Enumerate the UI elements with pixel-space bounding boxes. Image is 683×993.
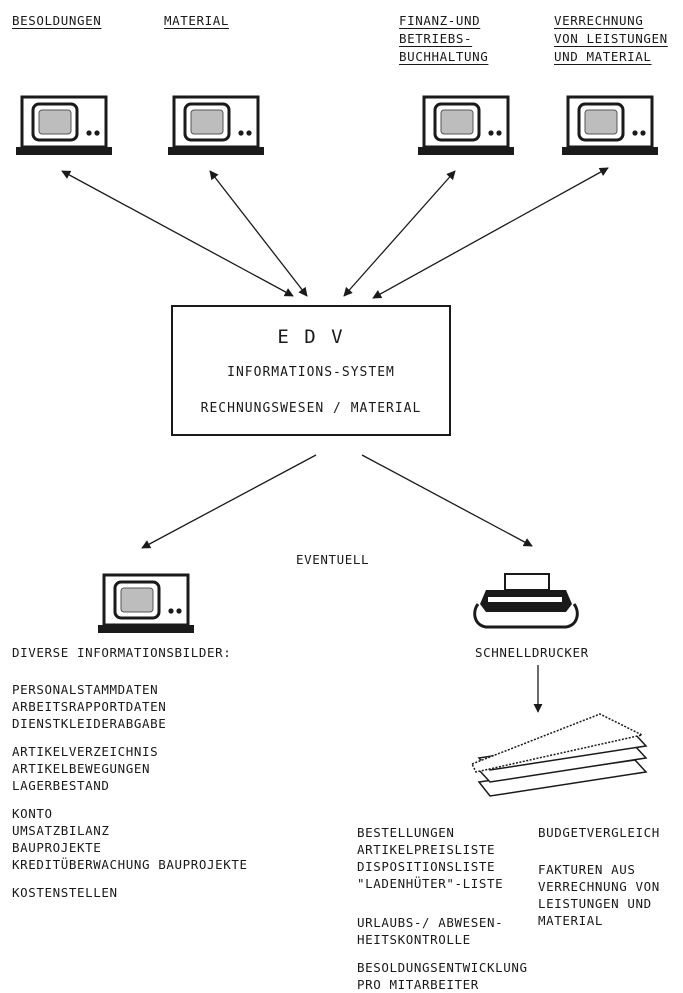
list-item: HEITSKONTROLLE	[357, 932, 471, 947]
terminal-icon	[96, 573, 196, 635]
list-item: DIENSTKLEIDERABGABE	[12, 716, 167, 731]
list-item: LEISTUNGEN UND	[538, 896, 652, 911]
label-besoldungen: BESOLDUNGEN	[12, 13, 102, 28]
label-finanz-line1: FINANZ-UND	[399, 13, 481, 28]
box-line2: RECHNUNGSWESEN / MATERIAL	[200, 401, 422, 416]
list-item: BUDGETVERGLEICH	[538, 825, 660, 840]
terminal-icon	[560, 95, 660, 157]
arrow-icon	[141, 454, 317, 549]
terminal-icon	[14, 95, 114, 157]
list-item: ARTIKELBEWEGUNGEN	[12, 761, 151, 776]
list-item: KONTO	[12, 806, 53, 821]
label-eventuell: EVENTUELL	[296, 552, 370, 567]
list-item: VERRECHNUNG VON	[538, 879, 660, 894]
list-item: DISPOSITIONSLISTE	[357, 859, 496, 874]
terminal-icon	[166, 95, 266, 157]
list-item: UMSATZBILANZ	[12, 823, 110, 838]
list-item: BESTELLUNGEN	[357, 825, 455, 840]
list-item: LAGERBESTAND	[12, 778, 110, 793]
list-item: "LADENHÜTER"-LISTE	[357, 876, 504, 891]
left-heading: DIVERSE INFORMATIONSBILDER:	[12, 645, 232, 660]
label-verrechnung-line2: VON LEISTUNGEN	[554, 31, 668, 46]
box-title: E D V	[277, 326, 345, 348]
list-item: MATERIAL	[538, 913, 604, 928]
list-item: BESOLDUNGSENTWICKLUNG	[357, 960, 528, 975]
terminal-icon	[416, 95, 516, 157]
edv-system-box: E D V INFORMATIONS-SYSTEM RECHNUNGSWESEN…	[171, 305, 451, 436]
list-item: KOSTENSTELLEN	[12, 885, 118, 900]
label-finanz-line2: BETRIEBS-	[399, 31, 473, 46]
list-item: ARTIKELVERZEICHNIS	[12, 744, 159, 759]
list-item: ARTIKELPREISLISTE	[357, 842, 496, 857]
arrow-icon	[209, 170, 308, 297]
list-item: PRO MITARBEITER	[357, 977, 479, 992]
label-material: MATERIAL	[164, 13, 230, 28]
right-heading: SCHNELLDRUCKER	[475, 645, 589, 660]
list-item: PERSONALSTAMMDATEN	[12, 682, 159, 697]
list-item: ARBEITSRAPPORTDATEN	[12, 699, 167, 714]
arrow-icon	[372, 167, 609, 299]
list-item: KREDITÜBERWACHUNG BAUPROJEKTE	[12, 857, 248, 872]
printer-icon	[473, 573, 579, 629]
box-line1: INFORMATIONS-SYSTEM	[227, 365, 395, 380]
list-item: FAKTUREN AUS	[538, 862, 636, 877]
arrow-icon	[343, 170, 456, 297]
label-finanz-line3: BUCHHALTUNG	[399, 49, 489, 64]
list-item: BAUPROJEKTE	[12, 840, 102, 855]
label-verrechnung-line3: UND MATERIAL	[554, 49, 652, 64]
paper-stack-icon	[470, 713, 648, 797]
label-verrechnung-line1: VERRECHNUNG	[554, 13, 644, 28]
list-item: URLAUBS-/ ABWESEN-	[357, 915, 504, 930]
arrow-icon	[361, 454, 533, 547]
